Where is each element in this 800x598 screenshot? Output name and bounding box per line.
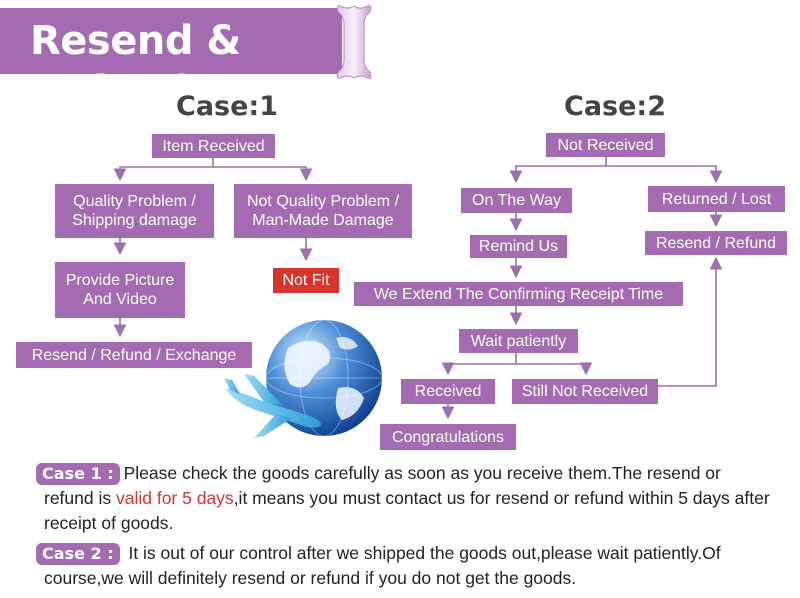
box-congratulations: Congratulations: [380, 424, 516, 450]
box-provide-line2: And Video: [83, 291, 157, 308]
box-extend-receipt-time: We Extend The Confirming Receipt Time: [354, 282, 683, 306]
case1-text-a: Please check the goods carefully as soon…: [44, 463, 721, 508]
case2-text: It is out of our control after we shippe…: [44, 543, 721, 588]
box-resend-refund-exchange: Resend / Refund / Exchange: [16, 342, 252, 368]
case2-title: Case:2: [564, 91, 667, 122]
box-provide-line1: Provide Picture: [65, 272, 175, 289]
box-quality-problem-line2: Shipping damage: [72, 212, 197, 229]
box-not-quality-line1: Not Quality Problem /: [246, 193, 400, 210]
box-still-not-received: Still Not Received: [512, 379, 658, 404]
case1-title: Case:1: [176, 91, 279, 122]
box-not-fit: Not Fit: [273, 268, 339, 293]
box-quality-problem: Quality Problem / Shipping damage: [55, 184, 214, 238]
case1-badge: Case 1 :: [36, 463, 120, 485]
airplane-icon: [224, 374, 321, 438]
box-not-received: Not Received: [546, 133, 665, 157]
box-resend-refund: Resend / Refund: [645, 231, 787, 255]
box-wait-patiently: Wait patiently: [459, 329, 578, 353]
page-title: Resend & Refund: [30, 18, 241, 114]
box-remind-us: Remind Us: [470, 235, 567, 258]
case2-badge: Case 2 :: [36, 543, 120, 565]
title-banner: Resend & Refund: [0, 8, 342, 114]
globe-icon: [265, 319, 383, 437]
bone-icon: [336, 5, 372, 79]
case1-highlight: valid for 5 days: [115, 488, 234, 508]
box-not-quality-line2: Man-Made Damage: [252, 212, 394, 229]
box-quality-problem-line1: Quality Problem /: [73, 193, 196, 210]
box-not-quality-problem: Not Quality Problem / Man-Made Damage: [234, 184, 412, 238]
note-case1: Case 1 :Please check the goods carefully…: [36, 461, 774, 536]
box-received: Received: [401, 379, 495, 404]
box-returned-lost: Returned / Lost: [648, 186, 785, 212]
box-on-the-way: On The Way: [461, 188, 572, 213]
note-case2: Case 2 : It is out of our control after …: [36, 541, 774, 591]
box-item-received: Item Received: [152, 134, 275, 158]
box-provide-picture: Provide Picture And Video: [55, 262, 185, 318]
case1-text-b: ,it means you must contact us for resend…: [44, 488, 770, 533]
